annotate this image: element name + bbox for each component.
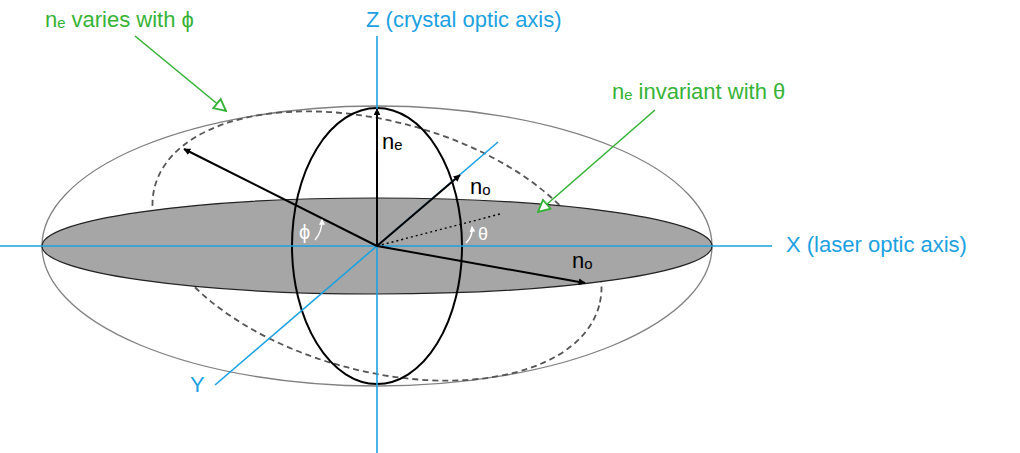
callout-note: nₑ invariant with θ <box>612 80 785 104</box>
x-axis <box>0 245 772 247</box>
callout-leader <box>135 36 226 111</box>
ne-phi-vector <box>184 149 377 246</box>
angle-arrow <box>315 220 322 240</box>
ne-vector <box>376 109 378 246</box>
axis-label: X (laser optic axis) <box>786 233 967 257</box>
angle-arrow <box>466 227 472 243</box>
no-vector <box>377 246 585 283</box>
y-axis <box>215 142 498 385</box>
callout-leader <box>538 110 655 212</box>
angle-label: ϕ <box>299 221 310 243</box>
index-label: nₑ <box>382 130 402 154</box>
index-label: nₒ <box>572 249 593 273</box>
no-vector <box>377 175 460 246</box>
axis-label: Y <box>190 373 205 397</box>
axis-label: Z (crystal optic axis) <box>366 8 562 32</box>
index-label: nₒ <box>470 175 491 199</box>
angle-label: θ <box>478 225 488 245</box>
callout-note: nₑ varies with ϕ <box>45 8 194 32</box>
